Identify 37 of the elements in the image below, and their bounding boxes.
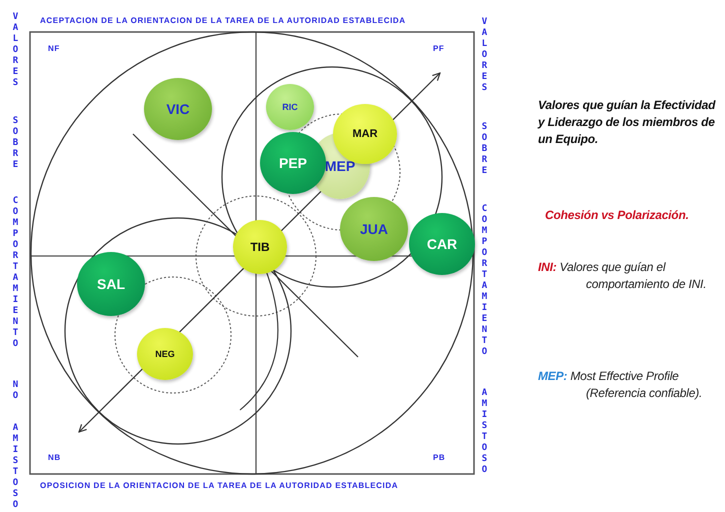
- side-axis-label: SOBRE: [480, 122, 488, 177]
- side-axis-label: VALORES: [480, 17, 488, 94]
- member-bubble: [144, 78, 212, 140]
- member-bubble: [77, 252, 145, 316]
- member-bubble: [340, 197, 408, 261]
- member-label: MEP: [324, 158, 356, 174]
- member-label: SAL: [97, 276, 125, 292]
- axis-title: ACEPTACION DE LA ORIENTACION DE LA TAREA DE LA AUTORIDAD ESTABLECIDA: [40, 16, 406, 25]
- subtitle-text: Cohesión vs Polarización.: [545, 207, 690, 224]
- side-axis-label: SOBRE: [12, 116, 20, 171]
- side-axis-label: AMISTOSO: [12, 423, 20, 511]
- quadrant-label: NB: [48, 453, 61, 462]
- side-axis-label: VALORES: [12, 12, 20, 89]
- side-axis-label: COMPORTAMIENTO: [12, 196, 20, 350]
- quadrant-label: PF: [433, 44, 444, 53]
- quadrant-label: NF: [48, 44, 60, 53]
- member-label: JUA: [360, 221, 388, 237]
- description-text: Valores que guían la Efectividad y Liderazgo de los miembros de un Equipo.: [538, 97, 716, 148]
- member-label: PEP: [278, 155, 307, 171]
- side-axis-label: COMPORTAMIENTO: [480, 204, 488, 358]
- legend-note: MEP: Most Effective Profile (Referencia confiable).: [538, 368, 704, 402]
- member-label: VIC: [166, 101, 190, 117]
- member-bubble: [409, 213, 475, 275]
- member-label: MAR: [352, 128, 378, 140]
- member-label: RIC: [282, 102, 298, 112]
- side-axis-label: AMISTOSO: [480, 388, 488, 476]
- member-bubble: [260, 132, 326, 194]
- member-bubble: [266, 84, 314, 130]
- side-axis-label: NO: [12, 380, 20, 402]
- member-bubble: [137, 328, 193, 380]
- legend-note: INI: Valores que guían el comportamiento de INI.: [538, 259, 708, 293]
- member-label: TIB: [250, 240, 270, 254]
- member-label: CAR: [426, 236, 458, 252]
- quadrant-label: PB: [433, 453, 446, 462]
- axis-title: OPOSICION DE LA ORIENTACION DE LA TAREA DE LA AUTORIDAD ESTABLECIDA: [40, 481, 398, 490]
- member-label: NEG: [155, 349, 175, 359]
- member-bubble: [233, 220, 287, 274]
